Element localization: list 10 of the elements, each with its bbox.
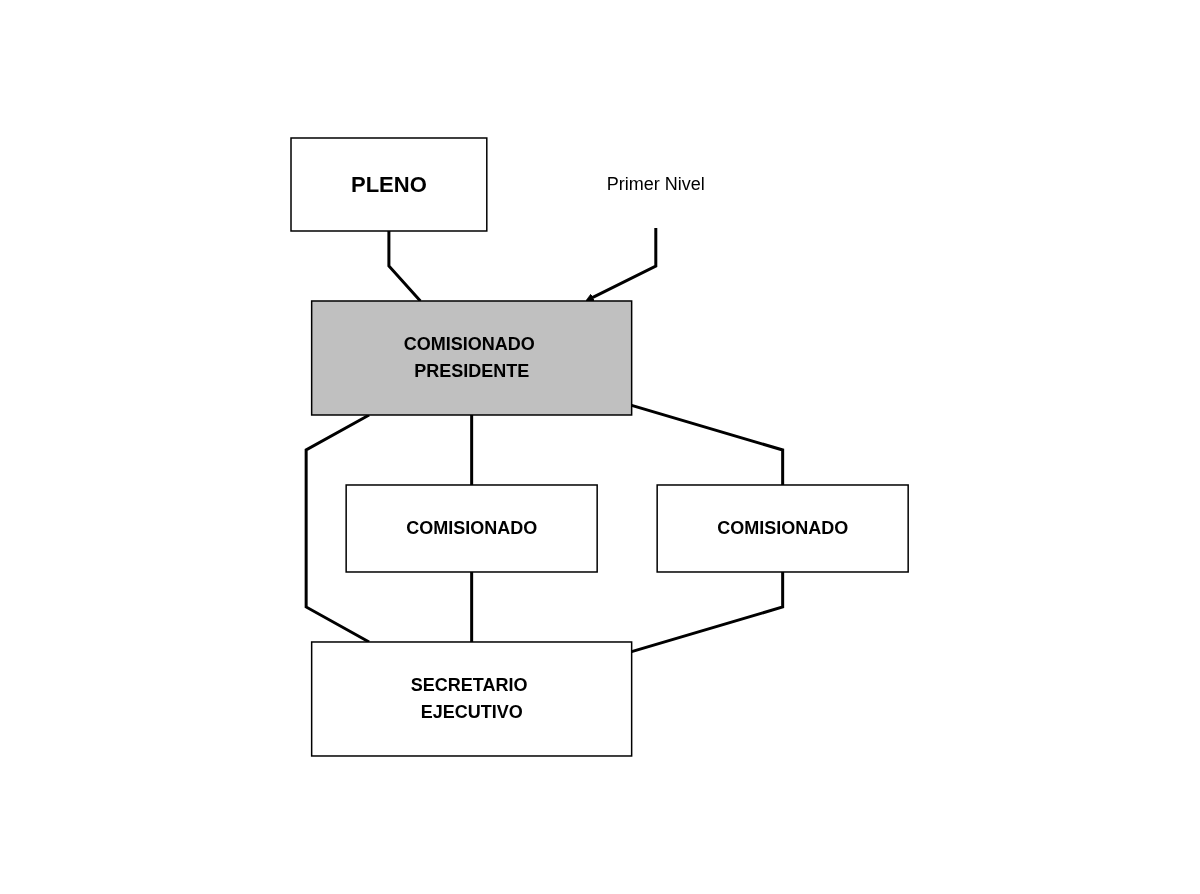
node-box: PLENO [290, 137, 488, 232]
connector [470, 572, 474, 642]
node-text: Primer Nivel [607, 174, 706, 194]
connector [387, 231, 422, 302]
node-box: COMISIONADO PRESIDENTE [311, 300, 633, 416]
arrow [585, 228, 658, 302]
connector [470, 415, 474, 485]
node-box: COMISIONADO [345, 484, 599, 573]
node-box: SECRETARIO EJECUTIVO [311, 641, 633, 757]
node-box: COMISIONADO [656, 484, 910, 573]
